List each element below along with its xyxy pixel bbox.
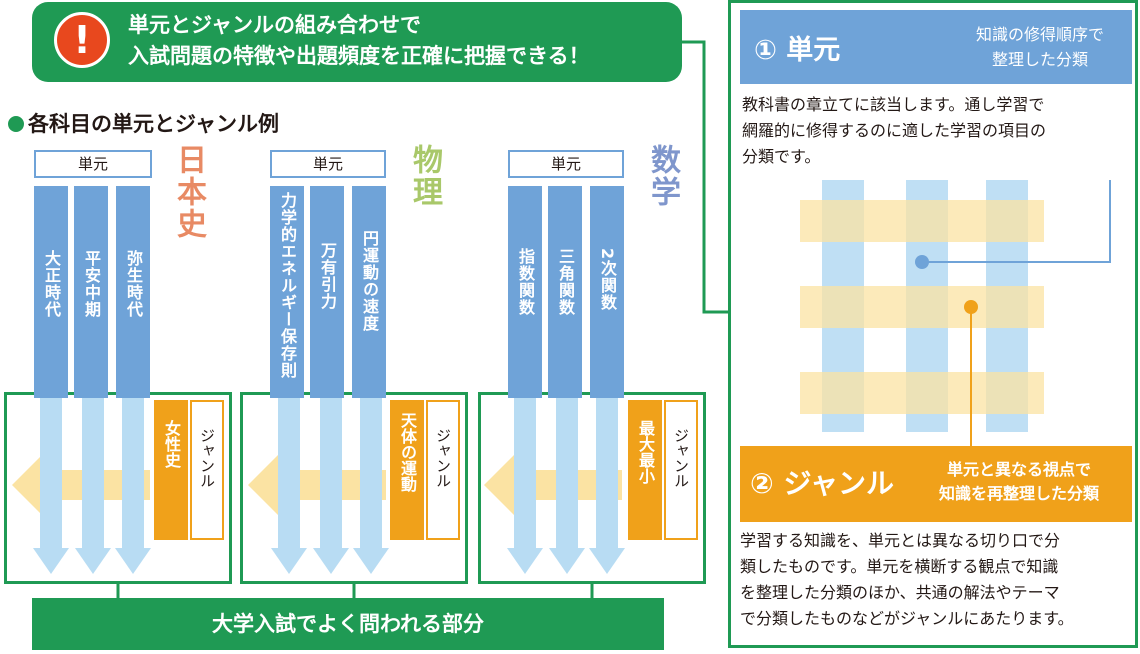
genre-label-physics: ジャンル xyxy=(426,400,460,540)
unit-header-physics: 単元 xyxy=(270,150,386,178)
physics-arrows xyxy=(248,398,389,574)
genre-label-math: ジャンル xyxy=(664,400,698,540)
subject-title-history: 日本史 xyxy=(171,144,206,240)
genre-bar-maxmin: 最大最小 xyxy=(628,400,662,540)
genre-description: 学習する知識を、単元とは異なる切り口で分 類したものです。単元を横断する観点で知… xyxy=(740,531,1074,628)
unit-bar-trig: 三角関数 xyxy=(548,186,582,398)
bottom-connectors xyxy=(116,584,594,598)
bullet-dot-icon xyxy=(8,116,24,132)
genre-label-history: ジャンル xyxy=(190,400,224,540)
subject-title-physics: 物理 xyxy=(407,144,442,208)
unit-bar-gravity: 万有引力 xyxy=(310,186,344,398)
exclamation-icon: ! xyxy=(54,12,110,68)
unit-bar-taisho: 大正時代 xyxy=(34,186,68,398)
math-arrows xyxy=(484,398,625,574)
genre-header: ② ジャンル 単元と異なる視点で 知識を再整理した分類 xyxy=(740,446,1132,522)
banner-connector xyxy=(682,40,730,314)
tangen-header: ① 単元 知識の修得順序で 整理した分類 xyxy=(740,10,1132,84)
subject-title-math: 数学 xyxy=(645,144,680,208)
section-title-text: 各科目の単元とジャンル例 xyxy=(28,112,279,136)
unit-bar-energy: 力学的エネルギー保存則 xyxy=(270,186,304,398)
bottom-label: 大学入試でよく問われる部分 xyxy=(32,598,664,650)
unit-bar-heian: 平安中期 xyxy=(74,186,108,398)
genre-bar-josei: 女性史 xyxy=(154,400,188,540)
tangen-title: ① 単元 xyxy=(754,35,841,66)
unit-header-math: 単元 xyxy=(508,150,624,178)
unit-bar-circular: 円運動の速度 xyxy=(352,186,386,398)
banner-text: 単元とジャンルの組み合わせで 入試問題の特徴や出題頻度を正確に把握できる！ xyxy=(128,13,590,68)
unit-bar-yayoi: 弥生時代 xyxy=(116,186,150,398)
genre-bar-tentai: 天体の運動 xyxy=(390,400,424,540)
unit-header-history: 単元 xyxy=(34,150,152,178)
history-arrows xyxy=(12,398,151,574)
section-title: 各科目の単元とジャンル例 xyxy=(8,108,279,138)
genre-title: ② ジャンル xyxy=(750,467,895,500)
genre-subtitle: 単元と異なる視点で 知識を再整理した分類 xyxy=(938,460,1099,503)
grid-illustration xyxy=(800,180,1111,446)
tangen-subtitle: 知識の修得順序で 整理した分類 xyxy=(975,25,1104,69)
unit-bar-exp: 指数関数 xyxy=(508,186,542,398)
tangen-description: 教科書の章立てに該当します。通し学習で 網羅的に修得するのに適した学習の項目の … xyxy=(742,95,1047,166)
unit-bar-quadratic: 2次関数 xyxy=(590,186,624,398)
top-banner: ! 単元とジャンルの組み合わせで 入試問題の特徴や出題頻度を正確に把握できる！ xyxy=(32,2,682,82)
